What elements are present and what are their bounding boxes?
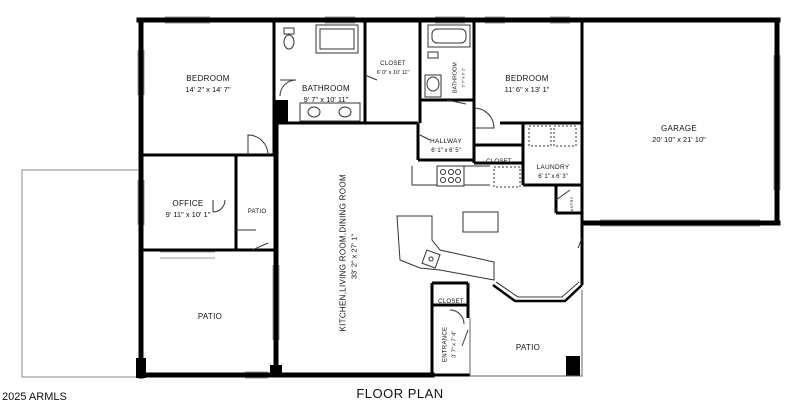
room-name: PATIO xyxy=(247,209,267,215)
kitchen-peninsula xyxy=(396,215,495,281)
room-name: KITCHEN,LIVING ROOM,DINING ROOM xyxy=(338,174,348,332)
room-name: BEDROOM xyxy=(505,74,549,83)
room-closet-3: CLOSET xyxy=(434,290,468,308)
exterior-patio-outline xyxy=(21,169,138,378)
patio-outline xyxy=(469,290,583,377)
room-patio-1: PATIO xyxy=(238,200,276,218)
room-bedroom-1: BEDROOM 14' 2" x 14' 7" xyxy=(168,68,248,95)
room-bathroom-2: BATHROOM 5' 7" x 6' 2" xyxy=(444,47,467,107)
room-dimensions: 3' 7" x 7' 4" xyxy=(452,330,459,358)
room-name: OFFICE xyxy=(172,199,204,208)
copyright-notice: 2025 ARMLS xyxy=(2,391,67,403)
room-dimensions: 6' 1" x 6' 3" xyxy=(538,174,568,181)
room-name: PATIO xyxy=(515,343,541,352)
room-entrance: ENTRANCE 3' 7" x 7' 4" xyxy=(434,322,459,366)
kitchen-counter xyxy=(411,166,437,186)
bathtub xyxy=(427,24,471,48)
room-name: CLOSET xyxy=(438,299,464,305)
room-name: CLOSET xyxy=(486,159,512,165)
room-name: BATHROOM xyxy=(452,62,459,93)
room-closet-1: CLOSET 6' 0" x 10' 11" xyxy=(367,52,419,77)
room-garage: GARAGE 20' 10" x 21' 10" xyxy=(634,118,724,145)
room-name: PATIO xyxy=(197,312,223,321)
room-dimensions: 5' 7" x 6' 2" xyxy=(460,67,466,88)
room-name: PANTRY xyxy=(568,196,574,215)
room-bathroom-1: BATHROOM 9' 7" x 10' 11" xyxy=(286,78,366,105)
room-hallway: HALLWAY 6' 1" x 6' 5" xyxy=(420,130,472,155)
room-bedroom-2: BEDROOM 11' 6" x 13' 1" xyxy=(487,68,567,95)
room-name: BATHROOM xyxy=(301,84,351,93)
room-name: CLOSET xyxy=(380,61,406,67)
room-dimensions: 9' 11" x 10' 1" xyxy=(165,210,211,220)
room-patio-2: PATIO xyxy=(170,306,250,324)
vanity xyxy=(299,102,361,122)
room-name: BEDROOM xyxy=(186,74,230,83)
room-dimensions: 20' 10" x 21' 10" xyxy=(652,135,706,145)
room-patio-3: PATIO xyxy=(498,337,558,355)
shower xyxy=(315,24,359,54)
room-name: ENTRANCE xyxy=(442,326,449,363)
room-closet-2: CLOSET xyxy=(476,150,522,168)
room-name: HALLWAY xyxy=(430,138,462,145)
bay-window xyxy=(492,283,583,303)
room-laundry: LAUNDRY 6' 1" x 6' 3" xyxy=(525,156,581,181)
room-dimensions: 6' 0" x 10' 11" xyxy=(376,70,410,77)
room-office: OFFICE 9' 11" x 10' 1" xyxy=(148,193,228,220)
stove xyxy=(436,165,465,187)
room-name: GARAGE xyxy=(660,124,698,133)
room-dimensions: 33' 2" x 27' 1" xyxy=(349,233,359,280)
room-pantry: PANTRY xyxy=(560,193,578,217)
room-kitchen-living-dining: KITCHEN,LIVING ROOM,DINING ROOM 33' 2" x… xyxy=(332,174,359,331)
room-dimensions: 14' 2" x 14' 7" xyxy=(185,85,231,95)
floor-plan-title: FLOOR PLAN xyxy=(356,386,444,401)
room-name: LAUNDRY xyxy=(536,164,570,171)
room-dimensions: 9' 7" x 10' 11" xyxy=(303,95,349,105)
room-dimensions: 11' 6" x 13' 1" xyxy=(504,85,550,95)
room-dimensions: 6' 1" x 6' 5" xyxy=(431,148,461,155)
kitchen-island xyxy=(462,211,499,233)
